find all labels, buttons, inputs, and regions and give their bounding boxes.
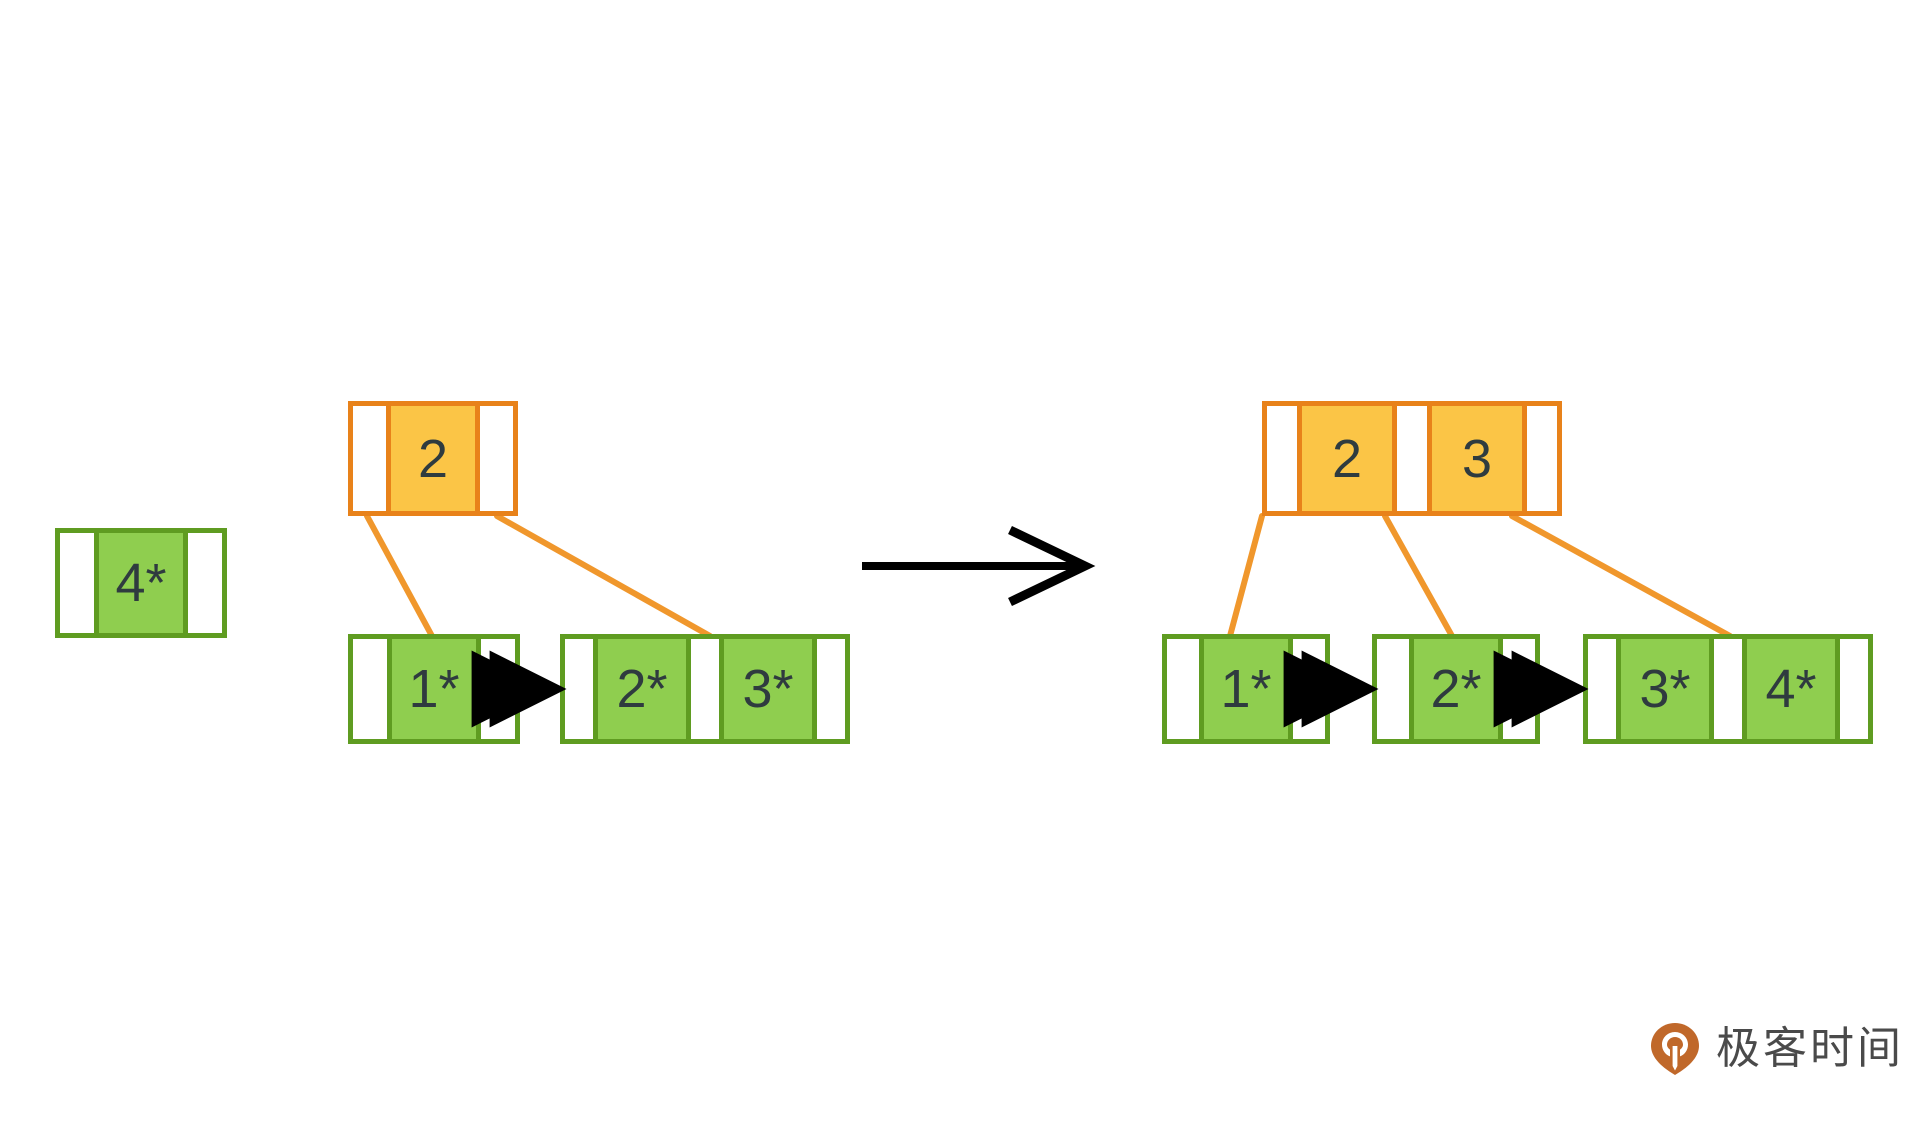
node-pointer-cell xyxy=(1377,639,1409,739)
watermark-text: 极客时间 xyxy=(1716,1023,1904,1074)
node-pointer-cell xyxy=(1714,639,1742,739)
node-pointer-cell xyxy=(1293,639,1325,739)
node-key-cell: 3* xyxy=(719,639,817,739)
node-key-cell: 2 xyxy=(386,406,480,511)
node-pointer-cell xyxy=(353,406,386,511)
connector-left-1 xyxy=(494,513,713,639)
node-pointer-cell xyxy=(1503,639,1535,739)
node-pointer-cell xyxy=(480,406,513,511)
node-pointer-cell xyxy=(188,533,222,633)
leaf-node-after-2[interactable]: 2* xyxy=(1372,634,1540,744)
leaf-node-after-3[interactable]: 3* 4* xyxy=(1583,634,1873,744)
connector-right-2 xyxy=(1509,513,1733,639)
connector-right-0 xyxy=(1227,513,1265,639)
node-pointer-cell xyxy=(565,639,593,739)
node-pointer-cell xyxy=(691,639,719,739)
node-pointer-cell xyxy=(1588,639,1616,739)
inserted-record-node[interactable]: 4* xyxy=(55,528,227,638)
node-key-cell: 4* xyxy=(1742,639,1840,739)
node-pointer-cell xyxy=(1397,406,1427,511)
node-key-cell: 1* xyxy=(1199,639,1293,739)
leaf-node-before-1[interactable]: 1* xyxy=(348,634,520,744)
leaf-node-before-2[interactable]: 2* 3* xyxy=(560,634,850,744)
node-pointer-cell xyxy=(60,533,94,633)
node-key-cell: 1* xyxy=(387,639,481,739)
node-pointer-cell xyxy=(1167,639,1199,739)
root-node-after[interactable]: 2 3 xyxy=(1262,401,1562,516)
root-node-before[interactable]: 2 xyxy=(348,401,518,516)
node-key-cell: 2 xyxy=(1297,406,1397,511)
connector-right-1 xyxy=(1382,513,1455,639)
node-pointer-cell xyxy=(1527,406,1557,511)
watermark: 极客时间 xyxy=(1648,1022,1904,1076)
node-key-cell: 3* xyxy=(1616,639,1714,739)
node-key-cell: 2* xyxy=(1409,639,1503,739)
node-pointer-cell xyxy=(1840,639,1868,739)
node-pointer-cell xyxy=(817,639,845,739)
node-key-cell: 4* xyxy=(94,533,188,633)
node-pointer-cell xyxy=(1267,406,1297,511)
node-key-cell: 2* xyxy=(593,639,691,739)
connector-left-0 xyxy=(364,513,435,639)
leaf-node-after-1[interactable]: 1* xyxy=(1162,634,1330,744)
node-pointer-cell xyxy=(481,639,515,739)
node-key-cell: 3 xyxy=(1427,406,1527,511)
node-pointer-cell xyxy=(353,639,387,739)
geektime-logo-icon xyxy=(1651,1023,1699,1075)
